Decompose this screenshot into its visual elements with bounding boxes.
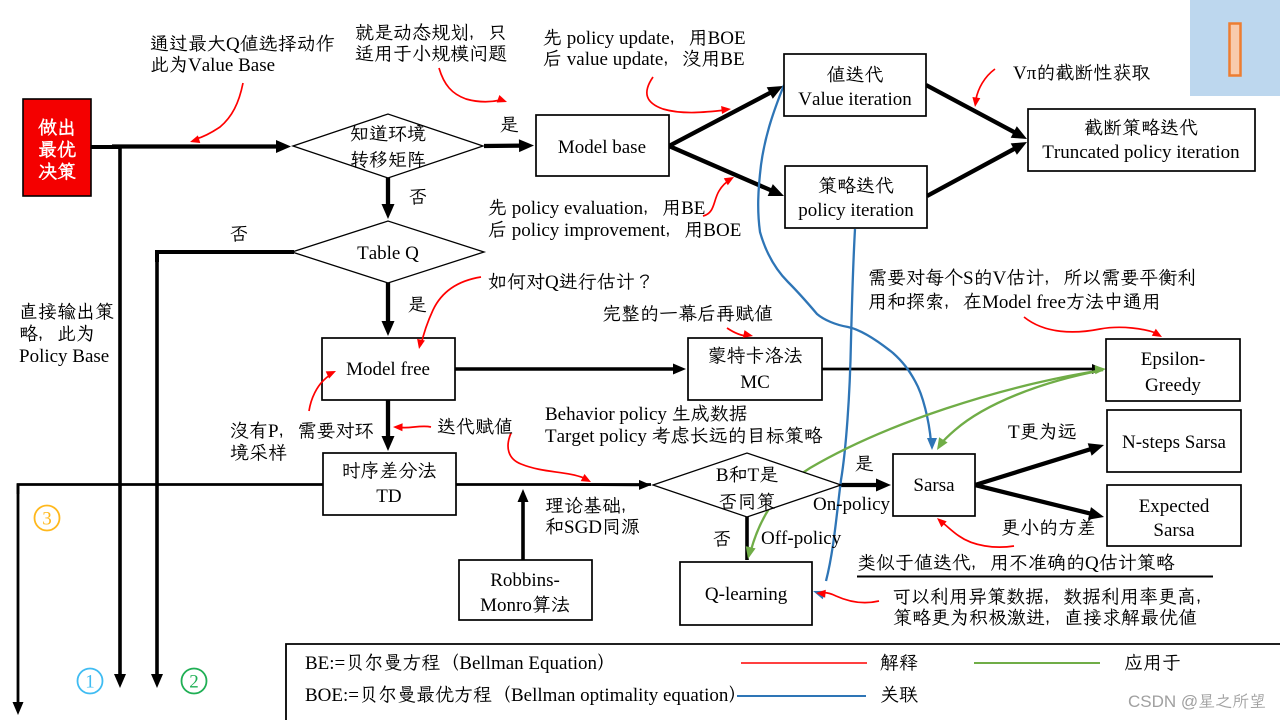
svg-text:value update: value update: [567, 49, 664, 70]
svg-text:Model base: Model base: [558, 137, 646, 158]
svg-text:Policy Base: Policy Base: [19, 346, 109, 367]
svg-text:BE: BE: [681, 198, 705, 219]
svg-text:policy improvement: policy improvement: [512, 220, 666, 241]
svg-text:Bellman optimality equation: Bellman optimality equation: [511, 685, 729, 706]
svg-text:CSDN @: CSDN @: [1128, 692, 1198, 711]
svg-text:Model free: Model free: [346, 359, 430, 380]
svg-text:BOE:=: BOE:=: [305, 685, 359, 706]
svg-text:Epsilon-: Epsilon-: [1141, 349, 1205, 370]
svg-text:Sarsa: Sarsa: [913, 475, 955, 496]
svg-text:Truncated policy iteration: Truncated policy iteration: [1042, 142, 1240, 163]
svg-text:SGD: SGD: [564, 517, 602, 538]
svg-text:Value Base: Value Base: [188, 55, 275, 76]
svg-text:policy iteration: policy iteration: [798, 200, 914, 221]
svg-text:Greedy: Greedy: [1145, 375, 1201, 396]
svg-text:Q: Q: [1085, 553, 1099, 574]
svg-text:N-steps Sarsa: N-steps Sarsa: [1122, 432, 1227, 453]
svg-text:Behavior policy: Behavior policy: [545, 404, 667, 425]
svg-text:BOE: BOE: [708, 28, 746, 49]
svg-text:T: T: [1008, 422, 1020, 443]
svg-text:On-policy: On-policy: [813, 494, 891, 515]
svg-text:Bellman Equation: Bellman Equation: [459, 653, 597, 674]
svg-text:policy update: policy update: [567, 28, 670, 49]
svg-text:T: T: [748, 465, 760, 486]
svg-text:3: 3: [42, 509, 52, 530]
svg-text:Value iteration: Value iteration: [798, 89, 912, 110]
svg-text:BOE: BOE: [703, 220, 741, 241]
svg-text:Q: Q: [226, 34, 240, 55]
svg-text:Target policy: Target policy: [545, 426, 647, 447]
svg-text:policy evaluation: policy evaluation: [512, 198, 644, 219]
svg-text:Table Q: Table Q: [357, 243, 419, 264]
svg-text:Off-policy: Off-policy: [761, 528, 842, 549]
svg-text:Vπ: Vπ: [1013, 63, 1037, 84]
svg-text:Robbins-: Robbins-: [490, 570, 560, 591]
svg-text:TD: TD: [376, 486, 401, 507]
svg-text:Monro: Monro: [480, 595, 532, 616]
svg-text:Model free: Model free: [982, 292, 1066, 313]
svg-text:Sarsa: Sarsa: [1153, 520, 1195, 541]
svg-text:B: B: [716, 465, 729, 486]
svg-text:P: P: [268, 421, 279, 442]
svg-text:BE: BE: [720, 49, 744, 70]
svg-text:2: 2: [189, 672, 199, 693]
svg-text:1: 1: [85, 672, 95, 693]
svg-text:S: S: [963, 268, 974, 289]
svg-text:BE:=: BE:=: [305, 653, 345, 674]
svg-text:Q-learning: Q-learning: [705, 584, 788, 605]
svg-text:Q: Q: [545, 272, 559, 293]
svg-text:MC: MC: [740, 372, 770, 393]
svg-text:Expected: Expected: [1139, 496, 1210, 517]
svg-text:V: V: [993, 268, 1007, 289]
